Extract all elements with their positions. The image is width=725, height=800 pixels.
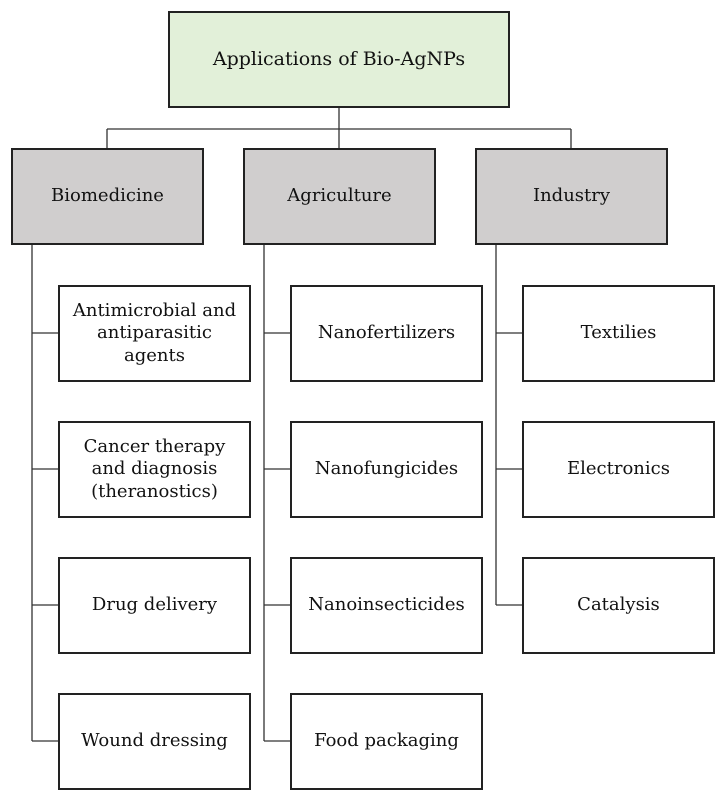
leaf-nanofertilizers: Nanofertilizers [290,285,483,382]
category-agriculture: Agriculture [243,148,436,245]
leaf-antimicrobial-antiparasitic: Antimicrobial and antiparasitic agents [58,285,251,382]
category-biomedicine: Biomedicine [11,148,204,245]
leaf-wound-dressing: Wound dressing [58,693,251,790]
leaf-label: Nanoinsecticides [308,594,465,616]
leaf-label: Cancer therapy and diagnosis (theranosti… [83,435,226,502]
leaf-label: Drug delivery [91,594,218,616]
root-node: Applications of Bio-AgNPs [168,11,510,108]
leaf-catalysis: Catalysis [522,557,715,654]
leaf-electronics: Electronics [522,421,715,518]
leaf-nanoinsecticides: Nanoinsecticides [290,557,483,654]
category-industry-label: Industry [532,185,611,207]
leaf-label: Textilies [580,322,657,344]
leaf-drug-delivery: Drug delivery [58,557,251,654]
category-agriculture-label: Agriculture [287,185,392,207]
leaf-nanofungicides: Nanofungicides [290,421,483,518]
leaf-cancer-therapy: Cancer therapy and diagnosis (theranosti… [58,421,251,518]
leaf-label: Food packaging [314,730,459,752]
leaf-label: Catalysis [577,594,660,616]
root-label: Applications of Bio-AgNPs [212,47,466,70]
leaf-label: Antimicrobial and antiparasitic agents [72,299,237,366]
leaf-food-packaging: Food packaging [290,693,483,790]
leaf-label: Wound dressing [81,730,228,752]
leaf-label: Nanofungicides [314,458,459,480]
leaf-label: Electronics [567,458,670,480]
leaf-textilies: Textilies [522,285,715,382]
leaf-label: Nanofertilizers [317,322,456,344]
category-biomedicine-label: Biomedicine [51,185,164,207]
category-industry: Industry [475,148,668,245]
